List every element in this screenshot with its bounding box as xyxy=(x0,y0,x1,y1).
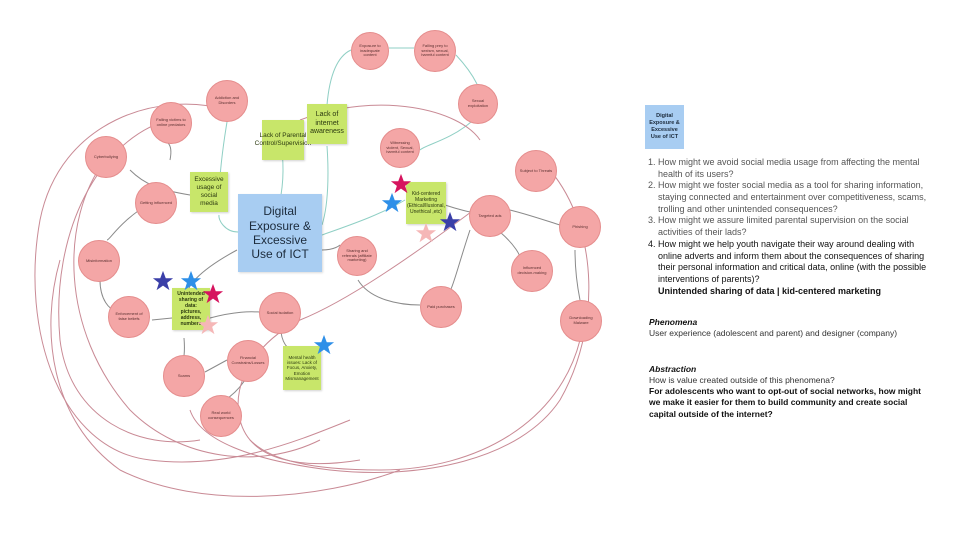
connector xyxy=(50,259,401,497)
node-cyberbullying[interactable]: Cyberbullying xyxy=(85,136,127,178)
phenomena-text: User experience (adolescent and parent) … xyxy=(649,328,898,339)
node-influenced[interactable]: Getting influenced xyxy=(135,182,177,224)
connector xyxy=(189,169,590,473)
connector xyxy=(151,317,173,321)
sticky-mental[interactable]: Mental health issues: Lack of Focus, Anx… xyxy=(283,346,321,390)
node-malware[interactable]: Downloading Malware xyxy=(560,300,602,342)
connector xyxy=(34,103,351,463)
question-item: How might we avoid social media usage fr… xyxy=(658,157,927,180)
hmw-question-list: How might we avoid social media usage fr… xyxy=(649,157,927,286)
node-sexual[interactable]: Sexual exploitation xyxy=(458,84,498,124)
node-prey[interactable]: Falling prey to sexism, sexual, harmful … xyxy=(414,30,456,72)
connector xyxy=(209,311,261,319)
connector xyxy=(249,339,581,471)
node-isolation[interactable]: Social isolation xyxy=(259,292,301,334)
star-pink-icon[interactable] xyxy=(197,314,219,336)
node-realworld[interactable]: Real world consequences xyxy=(200,395,242,437)
connector xyxy=(167,142,172,161)
connector xyxy=(574,249,581,301)
legend-note[interactable]: Digital Exposure & Excessive Use of ICT xyxy=(645,105,684,149)
connector xyxy=(73,159,321,458)
question-item: How might we assure limited parental sup… xyxy=(658,215,927,238)
star-navy-icon[interactable] xyxy=(439,211,461,233)
node-paid[interactable]: Paid purchases xyxy=(420,286,462,328)
question-4-subtitle: Unintended sharing of data | kid-centere… xyxy=(658,285,882,296)
node-threats[interactable]: Subject to Threats xyxy=(515,150,557,192)
connector xyxy=(321,199,406,236)
star-pink-icon[interactable] xyxy=(415,222,437,244)
star-blue-icon[interactable] xyxy=(381,192,403,214)
node-predators[interactable]: Falling victims to online predators xyxy=(150,102,192,144)
sticky-excessive[interactable]: Excessive usage of social media xyxy=(190,172,228,212)
connector xyxy=(326,49,352,106)
connector xyxy=(357,279,421,306)
connector xyxy=(499,231,521,259)
connector xyxy=(419,121,472,151)
node-targeted[interactable]: Targeted ads xyxy=(469,195,511,237)
connector xyxy=(455,54,478,85)
connector xyxy=(218,214,239,233)
node-affiliate[interactable]: Sharing and referrals (affiliate marketi… xyxy=(337,236,377,276)
connector xyxy=(321,145,329,226)
node-decision[interactable]: Influenced decision-making xyxy=(511,250,553,292)
star-magenta-icon[interactable] xyxy=(390,173,412,195)
question-item: How might we help youth navigate their w… xyxy=(658,239,927,286)
node-misinformation[interactable]: Misinformation xyxy=(78,240,120,282)
connector xyxy=(204,359,228,373)
node-false-beliefs[interactable]: Enforcement of false beliefs xyxy=(108,296,150,338)
node-witnessing[interactable]: Witnessing violent, Sexual, harmful cont… xyxy=(380,128,420,168)
questions-panel: How might we avoid social media usage fr… xyxy=(649,157,927,420)
abstraction-question: How is value created outside of this phe… xyxy=(649,375,835,386)
question-item: How might we foster social media as a to… xyxy=(658,180,927,215)
abstraction-title: Abstraction xyxy=(649,364,697,375)
node-phishing[interactable]: Phishing xyxy=(559,206,601,248)
star-navy-icon[interactable] xyxy=(152,270,174,292)
star-blue-icon[interactable] xyxy=(313,334,335,356)
star-magenta-icon[interactable] xyxy=(202,283,224,305)
node-scams[interactable]: Scams xyxy=(163,355,205,397)
node-inadequate[interactable]: Exposure to inadequate content xyxy=(351,32,389,70)
abstraction-bold-text: For adolescents who want to opt-out of s… xyxy=(649,386,922,419)
sticky-parental[interactable]: Lack of Parental Control/Supervision xyxy=(255,120,311,160)
sticky-kid-marketing[interactable]: Kid-centered Marketing (Ethical/Ilusiona… xyxy=(406,182,446,224)
connector xyxy=(450,229,471,290)
sticky-internet[interactable]: Lack of internet awareness xyxy=(307,104,347,144)
star-blue-icon[interactable] xyxy=(180,270,202,292)
node-financial[interactable]: Financial Constrains/Losses xyxy=(227,340,269,382)
node-addiction[interactable]: Addiction and Disorders xyxy=(206,80,248,122)
central-topic[interactable]: Digital Exposure & Excessive Use of ICT xyxy=(238,194,322,272)
phenomena-title: Phenomena xyxy=(649,317,698,328)
connector xyxy=(509,209,561,226)
